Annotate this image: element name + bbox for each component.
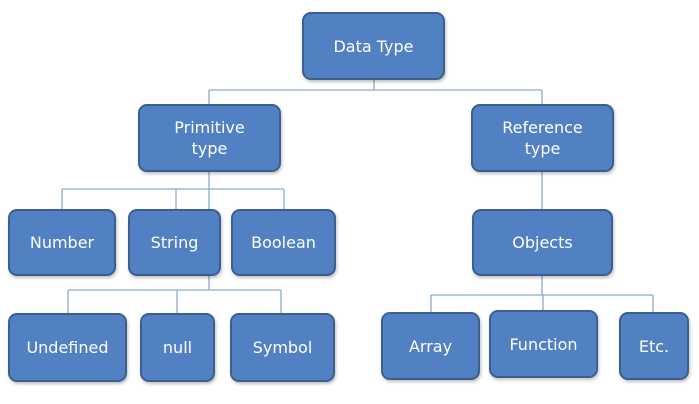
connector-root	[208, 80, 543, 104]
node-reference-type: Reference type	[471, 104, 614, 172]
node-null: null	[140, 313, 215, 382]
node-data-type: Data Type	[302, 12, 445, 80]
connector-objects	[430, 276, 654, 312]
connector-string	[67, 189, 282, 313]
node-boolean: Boolean	[231, 209, 336, 276]
node-string: String	[128, 209, 221, 276]
connector-primitive	[61, 172, 285, 209]
node-primitive-type: Primitive type	[138, 104, 281, 172]
node-etc: Etc.	[619, 312, 689, 380]
node-function: Function	[489, 310, 598, 378]
node-symbol: Symbol	[230, 313, 335, 382]
node-number: Number	[8, 209, 116, 276]
node-undefined: Undefined	[8, 313, 127, 382]
node-array: Array	[381, 312, 480, 380]
node-objects: Objects	[472, 209, 613, 276]
